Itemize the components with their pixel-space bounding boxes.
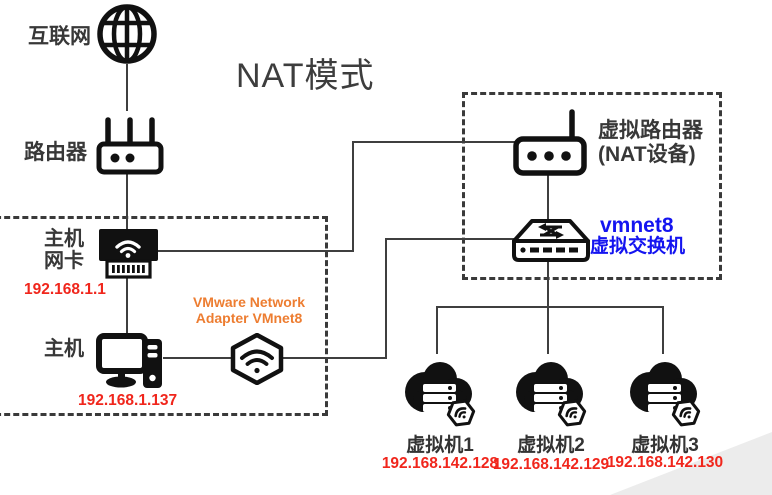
- connector-nic-vrouter-h: [158, 250, 354, 252]
- connector-internet-router: [126, 64, 128, 111]
- vmnet8-adapter-icon: [230, 333, 284, 385]
- host-ip: 192.168.1.137: [78, 392, 178, 409]
- connector-adapter-switch-v: [385, 238, 387, 359]
- virtual-router-icon: [513, 109, 587, 176]
- router-icon: [96, 117, 164, 175]
- network-card-icon: [99, 229, 158, 279]
- vm3-cloud-icon: [630, 362, 701, 427]
- vm3-label: 虚拟机3: [631, 435, 699, 456]
- virtual-router-label: 虚拟路由器 (NAT设备): [598, 119, 703, 166]
- connector-to-vrouter: [352, 141, 517, 143]
- vmware-adapter-label: VMware Network Adapter VMnet8: [192, 294, 306, 327]
- connector-drop-vm3: [662, 306, 664, 354]
- virtual-switch-icon: [512, 219, 590, 262]
- connector-drop-vm1: [436, 306, 438, 354]
- host-nic-label: 主机 网卡: [44, 228, 84, 273]
- vm2-ip: 192.168.142.129: [492, 456, 610, 473]
- connector-vm-branch: [436, 306, 664, 308]
- connector-adapter-switch-h: [281, 357, 387, 359]
- host-nic-ip: 192.168.1.1: [24, 281, 106, 298]
- connector-router-nic: [126, 174, 128, 230]
- vm1-ip: 192.168.142.128: [381, 455, 499, 472]
- vmnet8-name: vmnet8: [600, 214, 674, 237]
- internet-globe-icon: [97, 4, 157, 64]
- connector-to-switch: [385, 238, 515, 240]
- connector-switch-branch: [547, 261, 549, 308]
- internet-label: 互联网: [28, 25, 91, 48]
- vm1-label: 虚拟机1: [406, 435, 474, 456]
- virtual-network-boundary-box: [462, 92, 722, 280]
- virtual-switch-label: vmnet8 虚拟交换机: [590, 214, 686, 258]
- vm1-cloud-icon: [405, 362, 476, 427]
- host-label: 主机: [44, 338, 84, 360]
- vm2-label: 虚拟机2: [517, 435, 585, 456]
- connector-nic-host: [126, 278, 128, 335]
- vm2-cloud-icon: [516, 362, 587, 427]
- vm3-ip: 192.168.142.130: [606, 454, 724, 471]
- diagram-title: NAT模式: [236, 57, 375, 95]
- connector-drop-vm2: [547, 306, 549, 354]
- connector-host-adapter: [163, 357, 233, 359]
- router-label: 路由器: [24, 141, 87, 164]
- host-computer-icon: [96, 333, 162, 388]
- connector-vrouter-switch: [547, 172, 549, 222]
- connector-nic-vrouter-v: [352, 141, 354, 252]
- host-boundary-box: [0, 216, 328, 416]
